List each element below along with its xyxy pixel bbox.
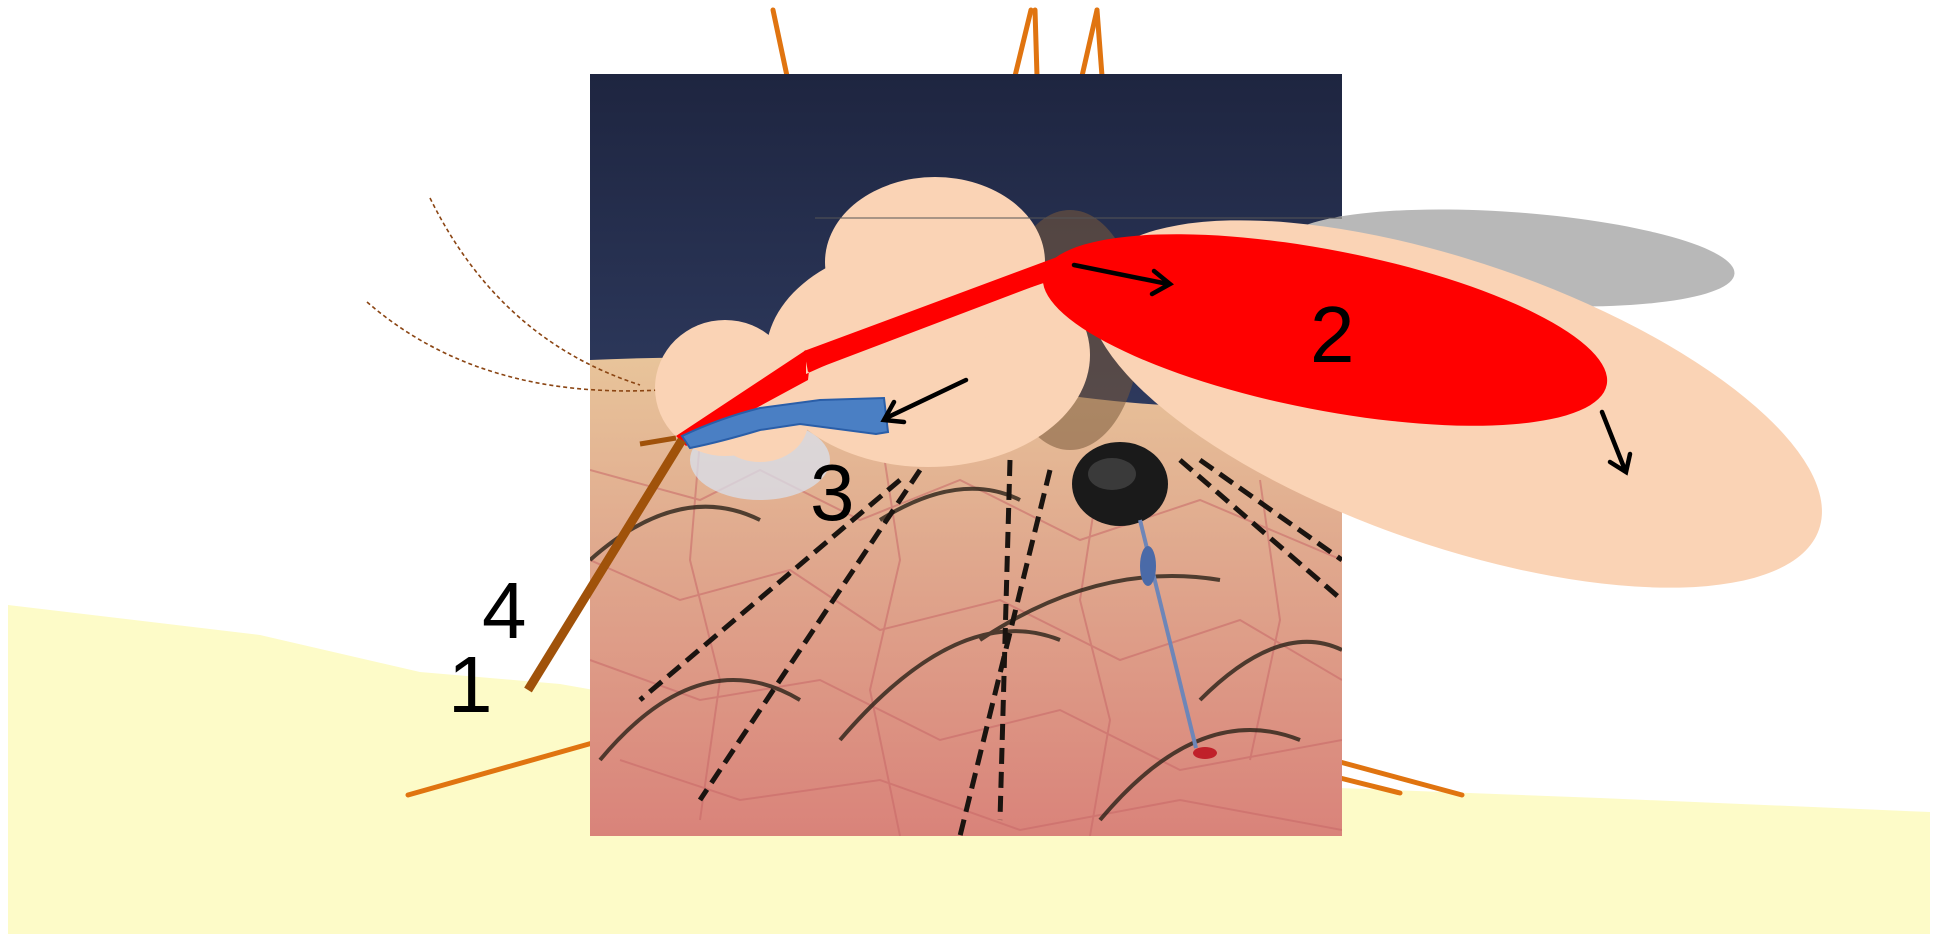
label-2: 2 bbox=[1310, 290, 1355, 379]
label-4: 4 bbox=[482, 566, 527, 655]
label-3: 3 bbox=[810, 448, 855, 537]
